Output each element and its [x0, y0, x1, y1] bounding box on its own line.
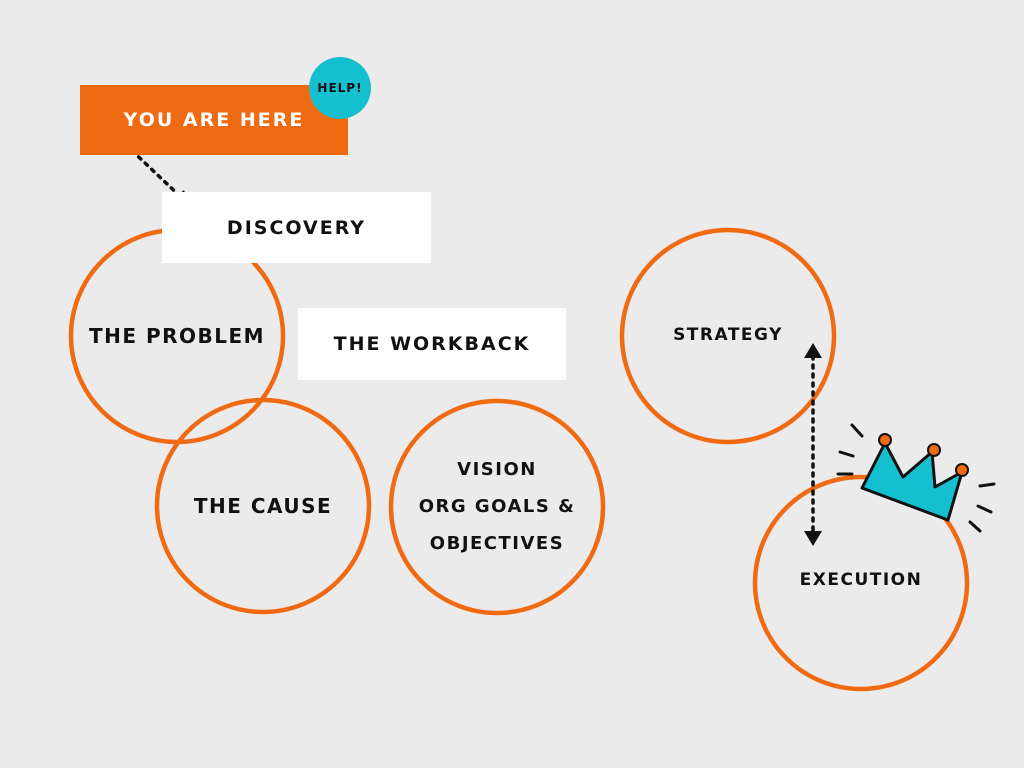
circle-vision: [388, 398, 606, 616]
circle-strategy: [619, 227, 837, 445]
execution-label: EXECUTION: [799, 570, 923, 590]
problem-label: THE PROBLEM: [88, 324, 266, 348]
strategy-label: STRATEGY: [673, 325, 783, 345]
workback-box: THE WORKBACK: [298, 308, 566, 380]
discovery-box: DISCOVERY: [162, 192, 431, 263]
vision-line-3: OBJECTIVES: [429, 532, 565, 554]
you-are-here-tag: YOU ARE HERE: [80, 85, 348, 155]
help-label: HELP!: [317, 81, 363, 95]
crown-icon: [836, 423, 996, 533]
you-are-here-label: YOU ARE HERE: [123, 109, 305, 131]
discovery-label: DISCOVERY: [226, 216, 367, 239]
cause-label: THE CAUSE: [193, 494, 333, 518]
workback-label: THE WORKBACK: [333, 333, 531, 355]
vision-line-2: ORG GOALS &: [418, 495, 576, 517]
vision-label: VISION ORG GOALS & OBJECTIVES: [397, 450, 597, 562]
vision-line-1: VISION: [457, 458, 537, 480]
help-badge[interactable]: HELP!: [309, 57, 371, 119]
circle-cause: [154, 397, 372, 615]
double-arrow-icon: [804, 343, 822, 546]
circle-execution: [752, 474, 970, 692]
